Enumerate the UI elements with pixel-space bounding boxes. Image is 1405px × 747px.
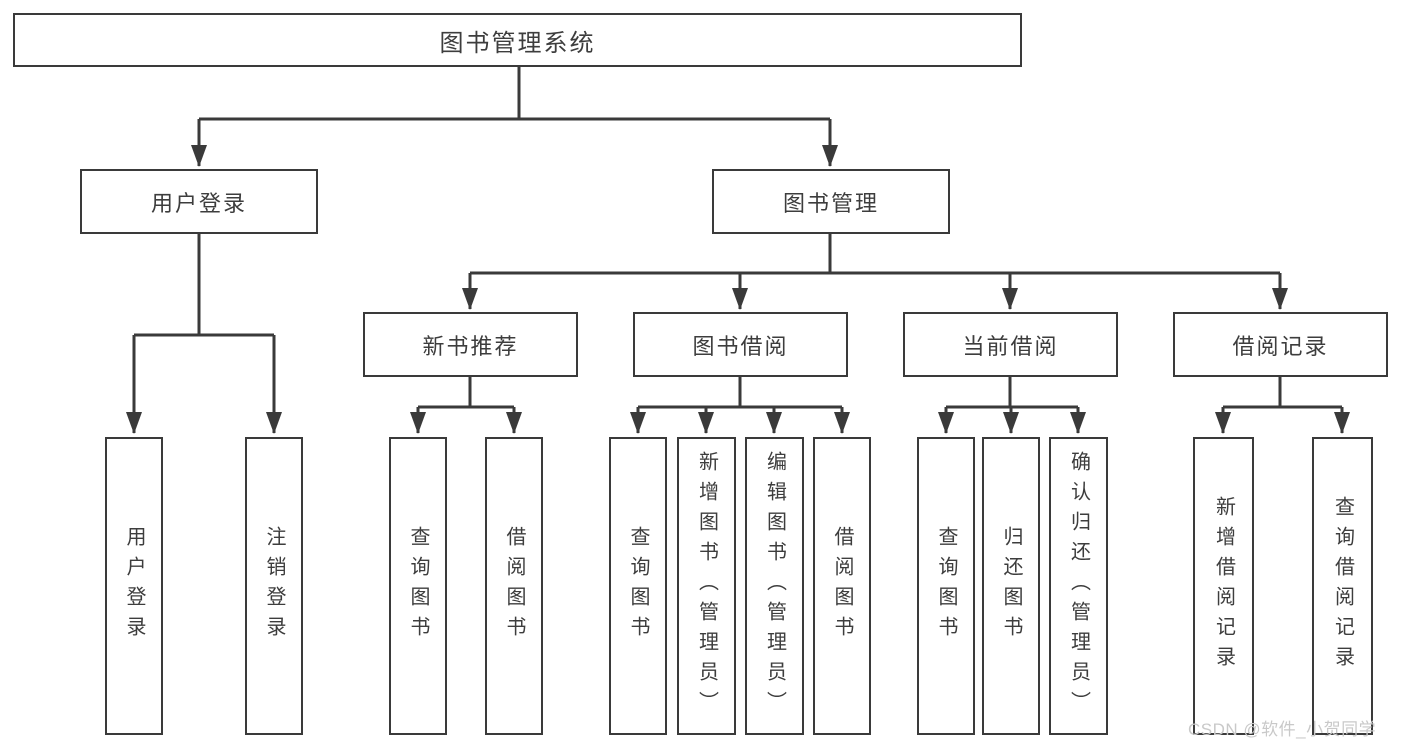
leaf-query-books-recommend: 查询图书 (389, 437, 447, 735)
leaf-logout-login: 注销登录 (245, 437, 303, 735)
leaf-query-books-borrow: 查询图书 (609, 437, 667, 735)
leaf-add-borrow-record: 新增借阅记录 (1193, 437, 1254, 735)
node-borrow-records: 借阅记录 (1173, 312, 1388, 377)
leaf-borrow-books-recommend: 借阅图书 (485, 437, 543, 735)
node-library-management-system: 图书管理系统 (13, 13, 1022, 67)
leaf-query-books-current: 查询图书 (917, 437, 975, 735)
leaf-return-books: 归还图书 (982, 437, 1040, 735)
leaf-query-borrow-record: 查询借阅记录 (1312, 437, 1373, 735)
leaf-confirm-return-admin: 确认归还（管理员） (1049, 437, 1108, 735)
leaf-edit-books-admin: 编辑图书（管理员） (745, 437, 804, 735)
node-new-book-recommend: 新书推荐 (363, 312, 578, 377)
leaf-borrow-books: 借阅图书 (813, 437, 871, 735)
node-book-management: 图书管理 (712, 169, 950, 234)
node-book-borrow: 图书借阅 (633, 312, 848, 377)
leaf-add-books-admin: 新增图书（管理员） (677, 437, 736, 735)
node-current-borrow: 当前借阅 (903, 312, 1118, 377)
leaf-user-login: 用户登录 (105, 437, 163, 735)
node-user-login: 用户登录 (80, 169, 318, 234)
csdn-watermark: CSDN @软件_小贺同学 (1188, 720, 1377, 739)
